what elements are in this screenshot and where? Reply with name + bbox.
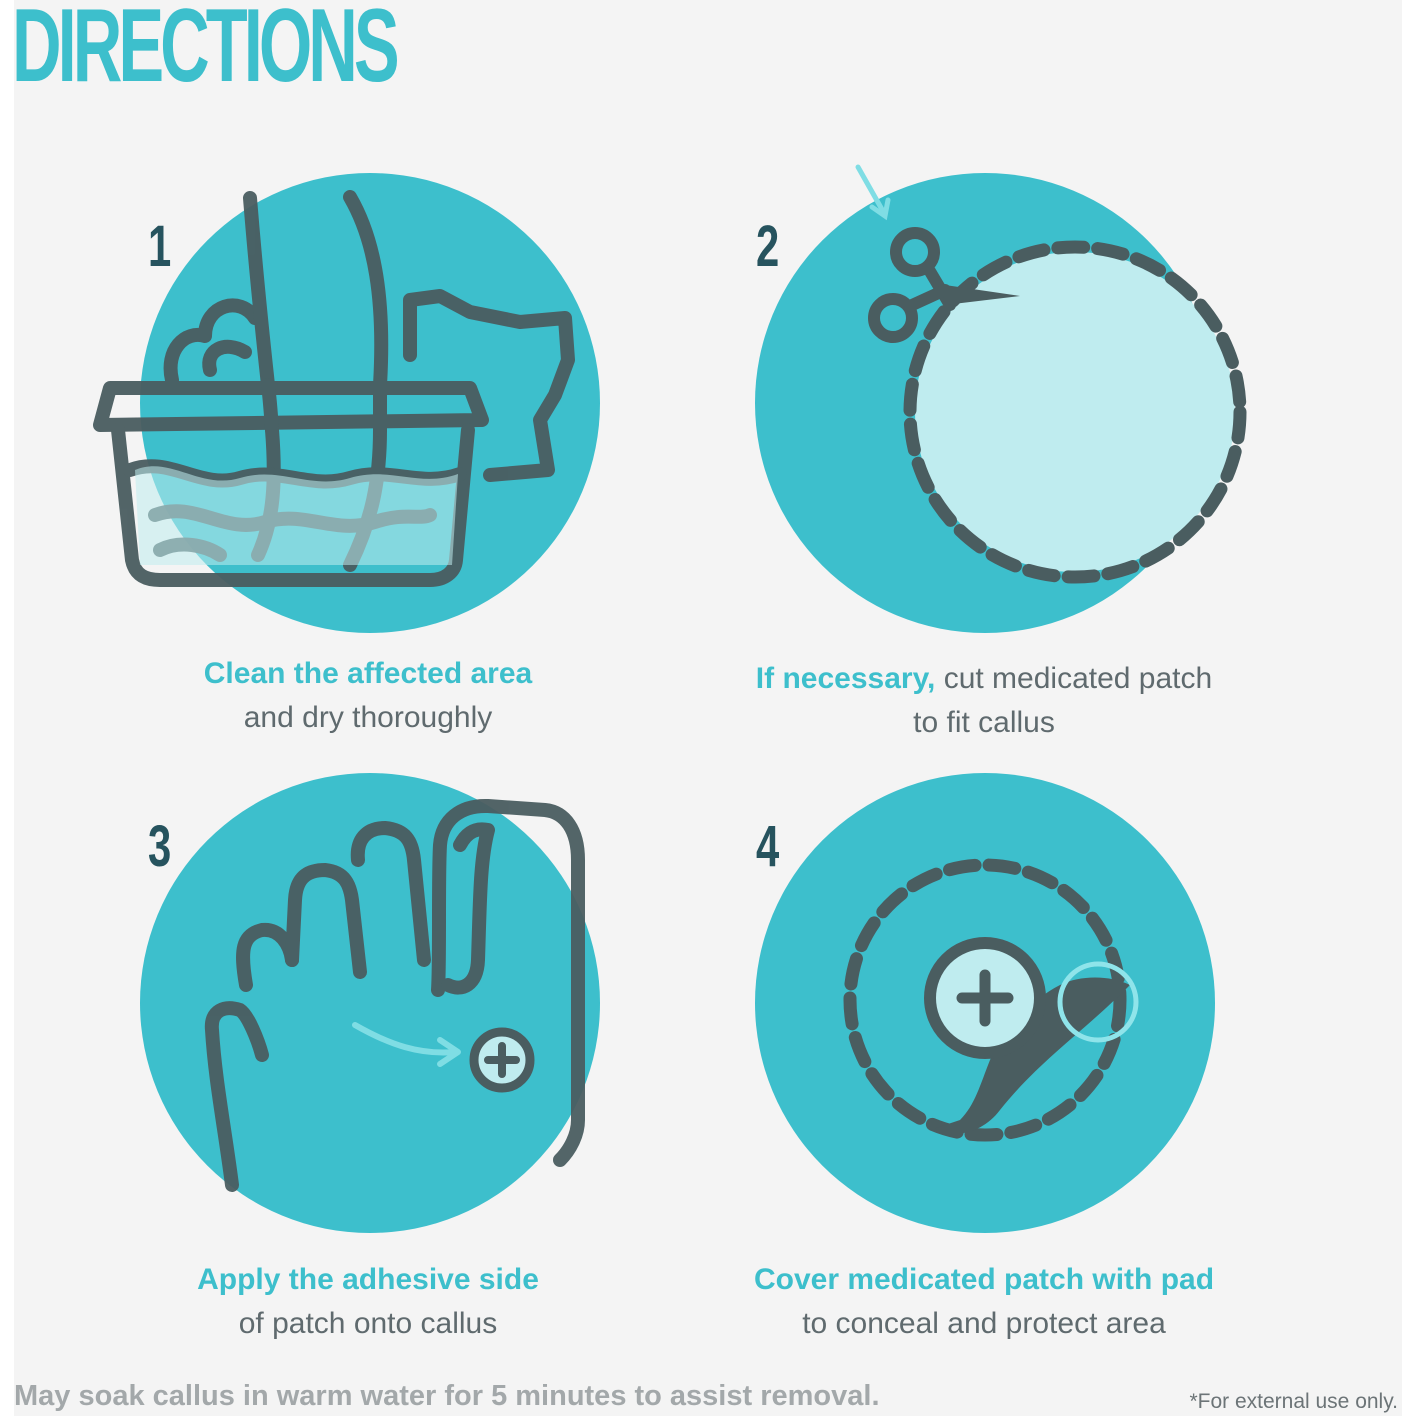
step-4-number: 4	[756, 814, 780, 879]
step-2-number: 2	[756, 214, 780, 279]
step-3-caption-bold: Apply the adhesive side	[197, 1263, 539, 1296]
step-1-caption-rest: and dry thoroughly	[243, 701, 493, 734]
patch-pad-icon	[843, 858, 1139, 1142]
step-3-number: 3	[148, 814, 172, 879]
step-1-caption: Clean the affected area and dry thorough…	[88, 652, 648, 740]
step-2-caption-rest-2: to fit callus	[913, 706, 1055, 739]
step-4-caption: Cover medicated patch with pad to concea…	[704, 1258, 1264, 1346]
step-2-caption-bold: If necessary,	[755, 662, 936, 695]
basin-water-icon	[93, 190, 575, 587]
step-1-caption-bold: Clean the affected area	[203, 657, 533, 690]
foot-patch-icon	[204, 798, 585, 1192]
step-2-caption-line-1: If necessary, cut medicated patch	[704, 657, 1264, 701]
step-4-caption-rest: to conceal and protect area	[802, 1307, 1166, 1340]
step-2-caption-rest-1: cut medicated patch	[935, 662, 1213, 695]
scissors-cut-patch-icon	[855, 164, 1247, 584]
step-3-circle	[140, 773, 600, 1233]
page-title: DIRECTIONS	[12, 0, 400, 104]
step-3-caption: Apply the adhesive side of patch onto ca…	[88, 1258, 648, 1346]
step-2-caption: If necessary, cut medicated patch to fit…	[704, 657, 1264, 745]
footer-disclaimer: *For external use only.	[1189, 1390, 1398, 1413]
step-1-number: 1	[148, 214, 172, 279]
footer-note: May soak callus in warm water for 5 minu…	[14, 1380, 880, 1412]
step-3-caption-rest: of patch onto callus	[238, 1307, 498, 1340]
step-4-caption-bold: Cover medicated patch with pad	[753, 1263, 1215, 1296]
